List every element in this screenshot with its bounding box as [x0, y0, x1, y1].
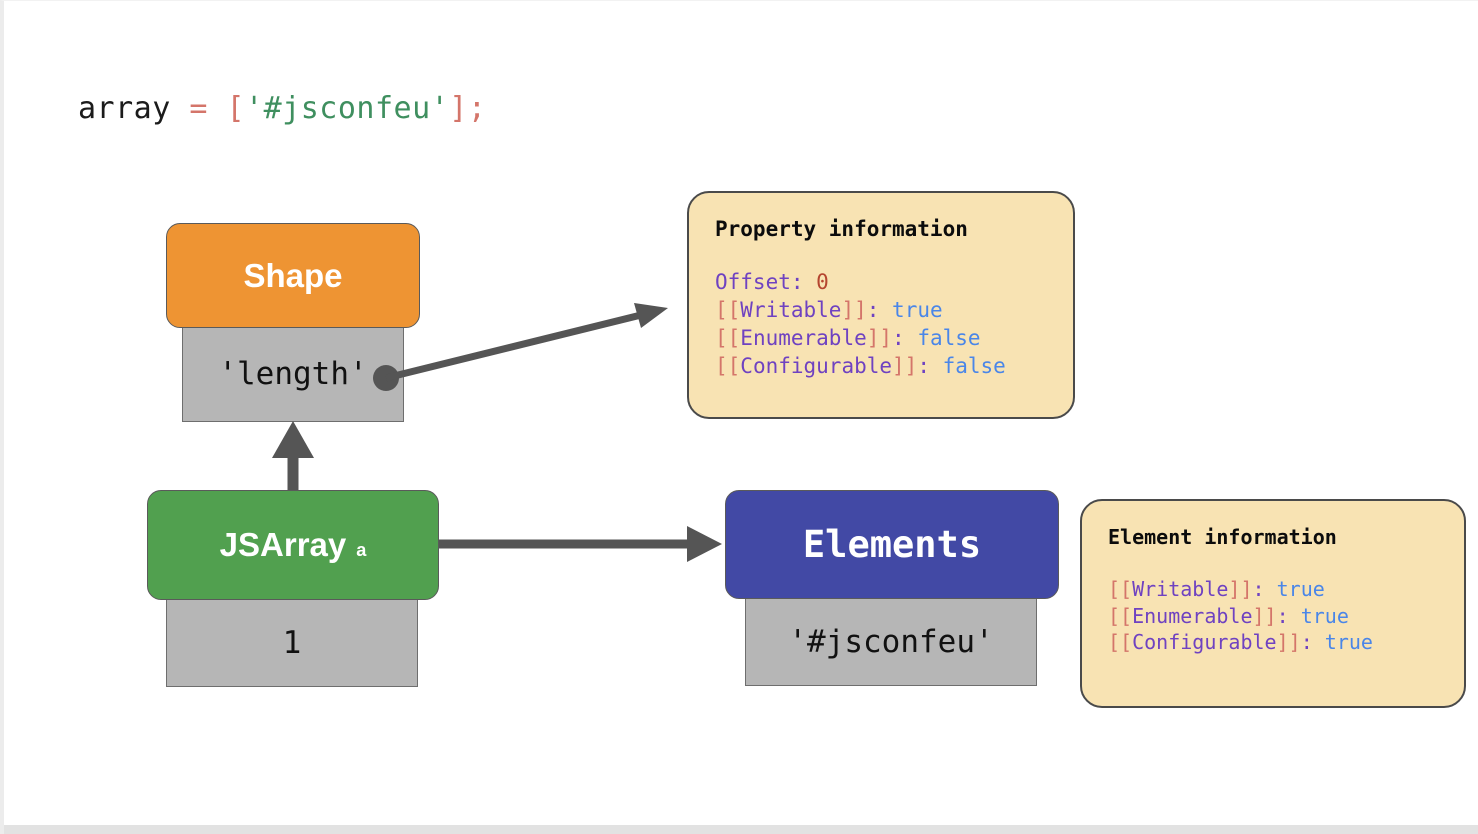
code-token-identifier: array [78, 91, 171, 126]
node-elements-title: Elements [802, 523, 982, 566]
callout-element-rows: [[Writable]]: true[[Enumerable]]: true[[… [1108, 576, 1464, 656]
code-token-assign: = [170, 91, 227, 126]
node-jsarray-header[interactable]: JSArray a [147, 490, 439, 600]
node-jsarray-cell-length-value[interactable]: 1 [166, 598, 418, 687]
callout-element-information: Element information [[Writable]]: true[[… [1080, 499, 1466, 708]
callout-row: [[Enumerable]]: true [1108, 603, 1349, 628]
node-jsarray-subscript: a [356, 539, 367, 560]
code-token-semicolon: ; [467, 91, 487, 126]
callout-property-information: Property information Offset: 0 [[Writable… [687, 191, 1075, 419]
node-elements-cell-value: '#jsconfeu' [788, 623, 994, 660]
callout-property-rows: Offset: 0 [[Writable]]: true [[Enumerable]… [715, 269, 1073, 381]
callout-row: [[Configurable]]: true [1108, 630, 1373, 655]
code-headline: array = ['#jsconfeu']; [78, 91, 486, 126]
callout-row: Offset: 0 [715, 270, 829, 294]
callout-row: [[Enumerable]]: false [715, 325, 981, 350]
node-shape-cell-length[interactable]: 'length' [182, 326, 404, 422]
callout-row: [[Writable]]: true [1108, 577, 1325, 601]
node-shape-title: Shape [243, 256, 343, 294]
callout-element-title: Element information [1108, 525, 1337, 549]
node-jsarray-cell-value: 1 [282, 624, 302, 661]
connector-jsarray-to-elements [439, 526, 722, 562]
node-shape-cell-value: 'length' [218, 356, 368, 392]
footer-strip [4, 825, 1478, 834]
callout-property-title: Property information [715, 217, 968, 241]
node-jsarray-title: JSArray [219, 526, 347, 563]
node-shape-header[interactable]: Shape [166, 223, 420, 328]
code-token-string: '#jsconfeu' [245, 91, 450, 126]
node-elements-cell-0[interactable]: '#jsconfeu' [745, 597, 1037, 686]
connector-jsarray-to-shape [272, 421, 314, 493]
callout-row: [[Configurable]]: false [715, 353, 1006, 378]
node-elements-header[interactable]: Elements [725, 490, 1059, 599]
code-token-open-bracket: [ [226, 91, 246, 126]
callout-row: [[Writable]]: true [715, 297, 943, 322]
code-token-close-bracket: ] [449, 91, 468, 126]
